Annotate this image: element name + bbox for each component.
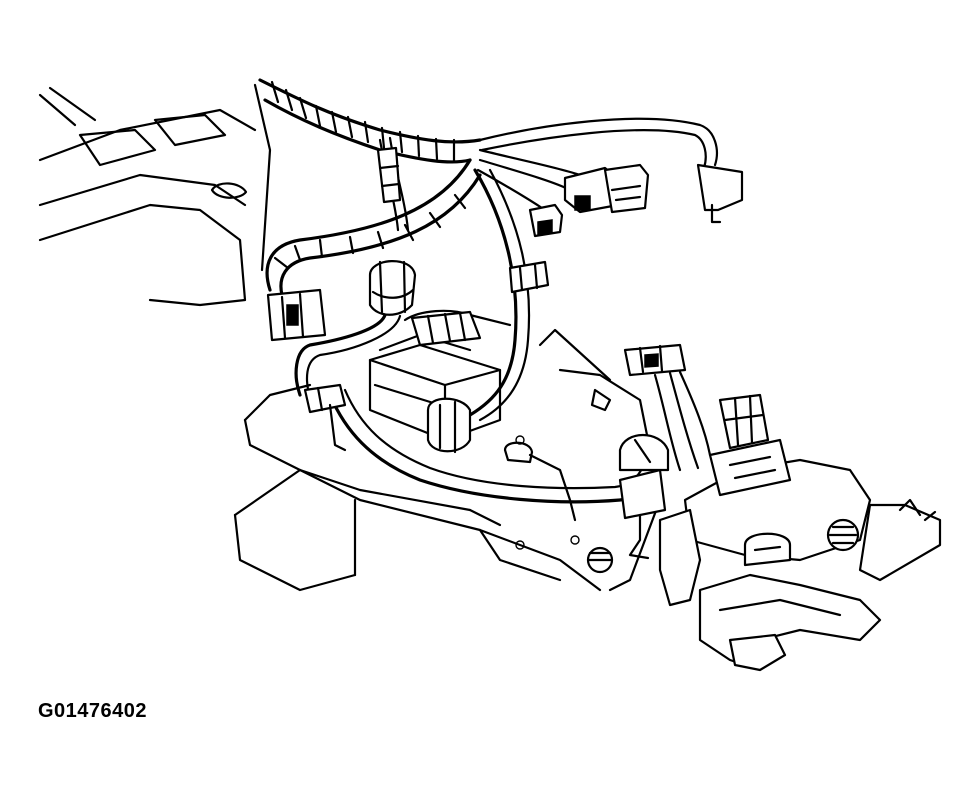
left-connector [266,288,327,342]
switch-connector [623,343,712,472]
shift-lever [698,498,942,672]
main-harness [258,78,482,297]
floor-panel [38,83,272,307]
harness-grommet [294,260,417,400]
figure-id-label: G01476402 [38,700,148,722]
lower-harness [303,383,670,560]
transmission-housing [233,328,662,592]
range-switch [658,393,872,616]
sensor-wire [426,168,550,454]
sensor-plug [403,309,512,347]
upper-connectors [476,117,744,238]
